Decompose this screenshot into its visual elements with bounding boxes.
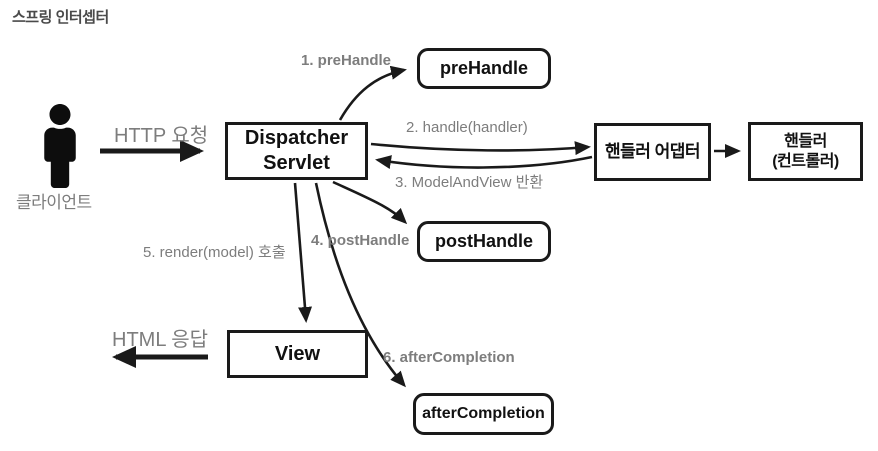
label-step4-posthandle: 4. postHandle bbox=[311, 232, 410, 249]
arrow-step6-aftercompletion bbox=[314, 182, 406, 388]
arrow-step5-render-to-view bbox=[293, 182, 313, 323]
label-step2-handle: 2. handle(handler) bbox=[406, 119, 528, 136]
label-html-response: HTML 응답 bbox=[112, 329, 209, 351]
arrow-step2-handle bbox=[370, 141, 591, 156]
label-step6-aftercompletion: 6. afterCompletion bbox=[383, 349, 515, 366]
prehandle-label: preHandle bbox=[439, 58, 529, 79]
label-http-request: HTTP 요청 bbox=[114, 125, 209, 147]
arrow-step4-posthandle bbox=[332, 180, 408, 225]
handler-line1: 핸들러 bbox=[784, 132, 827, 150]
person-icon bbox=[44, 104, 76, 188]
node-view: View bbox=[227, 330, 368, 378]
arrow-step1-prehandle bbox=[338, 65, 407, 121]
node-handler-adapter: 핸들러 어댑터 bbox=[594, 123, 711, 181]
node-prehandle: preHandle bbox=[417, 48, 551, 89]
handler-line2: (컨트롤러) bbox=[772, 152, 839, 170]
label-step1-prehandle: 1. preHandle bbox=[301, 52, 392, 69]
posthandle-label: postHandle bbox=[434, 231, 533, 252]
view-label: View bbox=[274, 342, 321, 365]
label-step3-modelandview: 3. ModelAndView 반환 bbox=[395, 174, 544, 191]
dispatcher-line2: Servlet bbox=[263, 152, 330, 174]
node-dispatcher-servlet: Dispatcher Servlet bbox=[225, 122, 368, 180]
client-label: 클라이언트 bbox=[16, 193, 92, 212]
arrow-step3-modelandview bbox=[375, 155, 593, 169]
node-posthandle: postHandle bbox=[417, 221, 551, 262]
aftercompletion-label: afterCompletion bbox=[422, 405, 545, 422]
node-handler-controller: 핸들러 (컨트롤러) bbox=[748, 122, 863, 181]
page-title: 스프링 인터셉터 bbox=[12, 9, 109, 26]
label-step5-render: 5. render(model) 호출 bbox=[143, 244, 286, 261]
node-aftercompletion: afterCompletion bbox=[413, 393, 554, 435]
handler-adapter-label: 핸들러 어댑터 bbox=[604, 142, 701, 162]
dispatcher-line1: Dispatcher bbox=[244, 127, 349, 149]
